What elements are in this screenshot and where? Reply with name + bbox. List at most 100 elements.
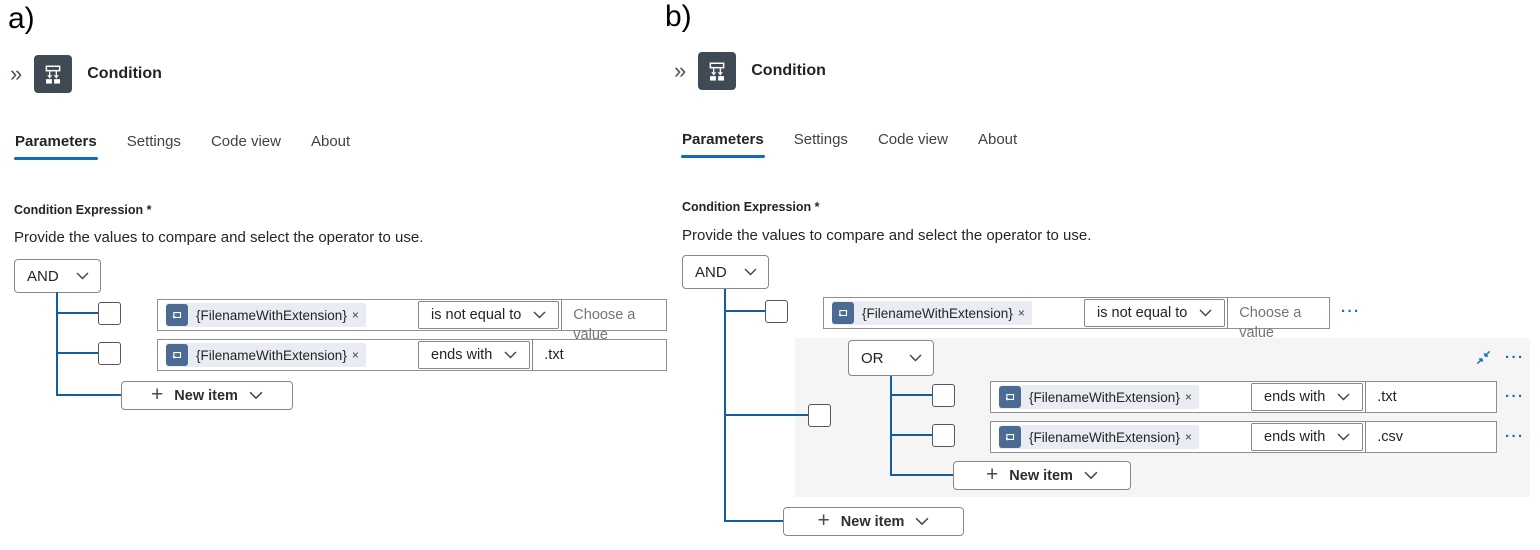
tab-about[interactable]: About: [977, 131, 1018, 148]
value-input[interactable]: Choose a value: [561, 300, 666, 343]
tab-bar: Parameters Settings Code view About: [14, 133, 351, 160]
tree-line: [57, 312, 98, 314]
new-item-label: New item: [840, 513, 905, 530]
dynamic-content-token[interactable]: {FilenameWithExtension} ×: [999, 385, 1199, 409]
operator-select[interactable]: is not equal to: [1084, 299, 1226, 327]
condition-expression-description: Provide the values to compare and select…: [14, 229, 424, 246]
token-label: {FilenameWithExtension}: [196, 307, 347, 323]
new-item-button[interactable]: + New item: [783, 507, 964, 536]
tab-parameters[interactable]: Parameters: [681, 131, 765, 158]
collapse-group-button[interactable]: [1475, 349, 1492, 366]
tree-line: [725, 310, 765, 312]
tab-code-view[interactable]: Code view: [210, 133, 281, 150]
operator-select[interactable]: ends with: [1251, 423, 1364, 451]
plus-icon: +: [817, 509, 830, 532]
token-label: {FilenameWithExtension}: [862, 305, 1013, 321]
group-operator-select[interactable]: OR: [848, 340, 934, 376]
tree-line: [891, 394, 932, 396]
operator-select[interactable]: ends with: [418, 341, 531, 369]
chevron-down-icon: [744, 268, 757, 276]
remove-token-button[interactable]: ×: [351, 348, 359, 362]
dynamic-content-token[interactable]: {FilenameWithExtension} ×: [166, 303, 366, 327]
chevron-down-icon: [76, 272, 89, 280]
root-operator-value: AND: [695, 263, 727, 281]
condition-row: {FilenameWithExtension} × ends with .txt: [157, 339, 667, 371]
new-item-button[interactable]: + New item: [953, 461, 1131, 490]
action-header: » Condition: [10, 54, 162, 94]
dynamic-content-token[interactable]: {FilenameWithExtension} ×: [999, 425, 1199, 449]
condition-action-icon: [34, 55, 73, 93]
dynamic-content-token[interactable]: {FilenameWithExtension} ×: [166, 343, 366, 367]
group-menu-button[interactable]: ···: [1505, 349, 1525, 366]
chevron-down-icon: [1337, 393, 1350, 401]
row-checkbox[interactable]: [932, 424, 955, 447]
plus-icon: +: [151, 383, 164, 406]
remove-token-button[interactable]: ×: [1017, 306, 1025, 320]
chevron-down-icon: [916, 517, 929, 526]
remove-token-button[interactable]: ×: [1184, 430, 1192, 444]
row-checkbox[interactable]: [765, 300, 788, 323]
dynamic-content-token[interactable]: {FilenameWithExtension} ×: [832, 301, 1032, 325]
operand-field[interactable]: {FilenameWithExtension} ×: [158, 340, 418, 370]
chevron-down-icon: [1199, 309, 1212, 317]
collapse-arrows-icon: [1476, 350, 1491, 365]
root-operator-select[interactable]: AND: [682, 255, 769, 289]
value-placeholder: Choose a value: [573, 307, 636, 343]
value-input[interactable]: .txt: [1365, 382, 1496, 412]
tree-line: [724, 289, 726, 522]
chevron-down-icon: [504, 351, 517, 359]
operand-field[interactable]: {FilenameWithExtension} ×: [991, 422, 1251, 452]
row-checkbox[interactable]: [98, 342, 121, 365]
row-menu-button[interactable]: ···: [1341, 303, 1361, 320]
value-input[interactable]: .csv: [1365, 422, 1496, 452]
condition-glyph-icon: [709, 62, 725, 81]
tree-line: [891, 474, 953, 476]
condition-row: {FilenameWithExtension} × is not equal t…: [157, 299, 667, 343]
tab-code-view[interactable]: Code view: [877, 131, 948, 148]
condition-row: {FilenameWithExtension} × is not equal t…: [823, 297, 1330, 341]
remove-token-button[interactable]: ×: [351, 308, 359, 322]
new-item-button[interactable]: + New item: [121, 381, 293, 410]
operator-value: is not equal to: [431, 307, 522, 323]
operand-field[interactable]: {FilenameWithExtension} ×: [991, 382, 1251, 412]
condition-pane-b: b) » Condition Parameters Settings Code …: [663, 0, 1540, 550]
operand-field[interactable]: {FilenameWithExtension} ×: [158, 300, 418, 330]
chevron-down-icon: [1337, 433, 1350, 441]
operator-value: is not equal to: [1097, 305, 1188, 321]
condition-action-icon: [698, 52, 737, 90]
operator-select[interactable]: ends with: [1251, 383, 1364, 411]
tab-settings[interactable]: Settings: [793, 131, 848, 148]
value-input[interactable]: Choose a value: [1227, 298, 1329, 341]
row-checkbox[interactable]: [98, 302, 121, 325]
token-label: {FilenameWithExtension}: [1029, 389, 1180, 405]
condition-row: {FilenameWithExtension} × ends with .csv: [990, 421, 1497, 453]
tree-line: [57, 394, 121, 396]
tab-bar: Parameters Settings Code view About: [681, 131, 1018, 158]
condition-expression-label: Condition Expression *: [14, 203, 152, 217]
operator-select[interactable]: is not equal to: [418, 301, 560, 329]
chevron-down-icon: [249, 391, 263, 400]
operand-field[interactable]: {FilenameWithExtension} ×: [824, 298, 1084, 328]
repeat-token-icon: [999, 426, 1021, 448]
action-title: Condition: [751, 62, 826, 79]
row-checkbox[interactable]: [932, 384, 955, 407]
root-operator-select[interactable]: AND: [14, 259, 101, 293]
root-operator-value: AND: [27, 267, 59, 285]
repeat-token-icon: [832, 302, 854, 324]
tab-about[interactable]: About: [310, 133, 351, 150]
tab-settings[interactable]: Settings: [126, 133, 181, 150]
tree-line: [725, 414, 808, 416]
group-checkbox[interactable]: [808, 404, 831, 427]
remove-token-button[interactable]: ×: [1184, 390, 1192, 404]
expand-pane-icon[interactable]: »: [674, 58, 687, 83]
tree-line: [57, 352, 98, 354]
value-input[interactable]: .txt: [532, 340, 666, 370]
operator-value: ends with: [431, 347, 493, 363]
operator-value: ends with: [1264, 389, 1326, 405]
or-group-panel: OR ···: [795, 338, 1530, 497]
row-menu-button[interactable]: ···: [1505, 428, 1525, 445]
row-menu-button[interactable]: ···: [1505, 388, 1525, 405]
new-item-label: New item: [1009, 467, 1073, 484]
expand-pane-icon[interactable]: »: [10, 61, 23, 86]
tab-parameters[interactable]: Parameters: [14, 133, 98, 160]
